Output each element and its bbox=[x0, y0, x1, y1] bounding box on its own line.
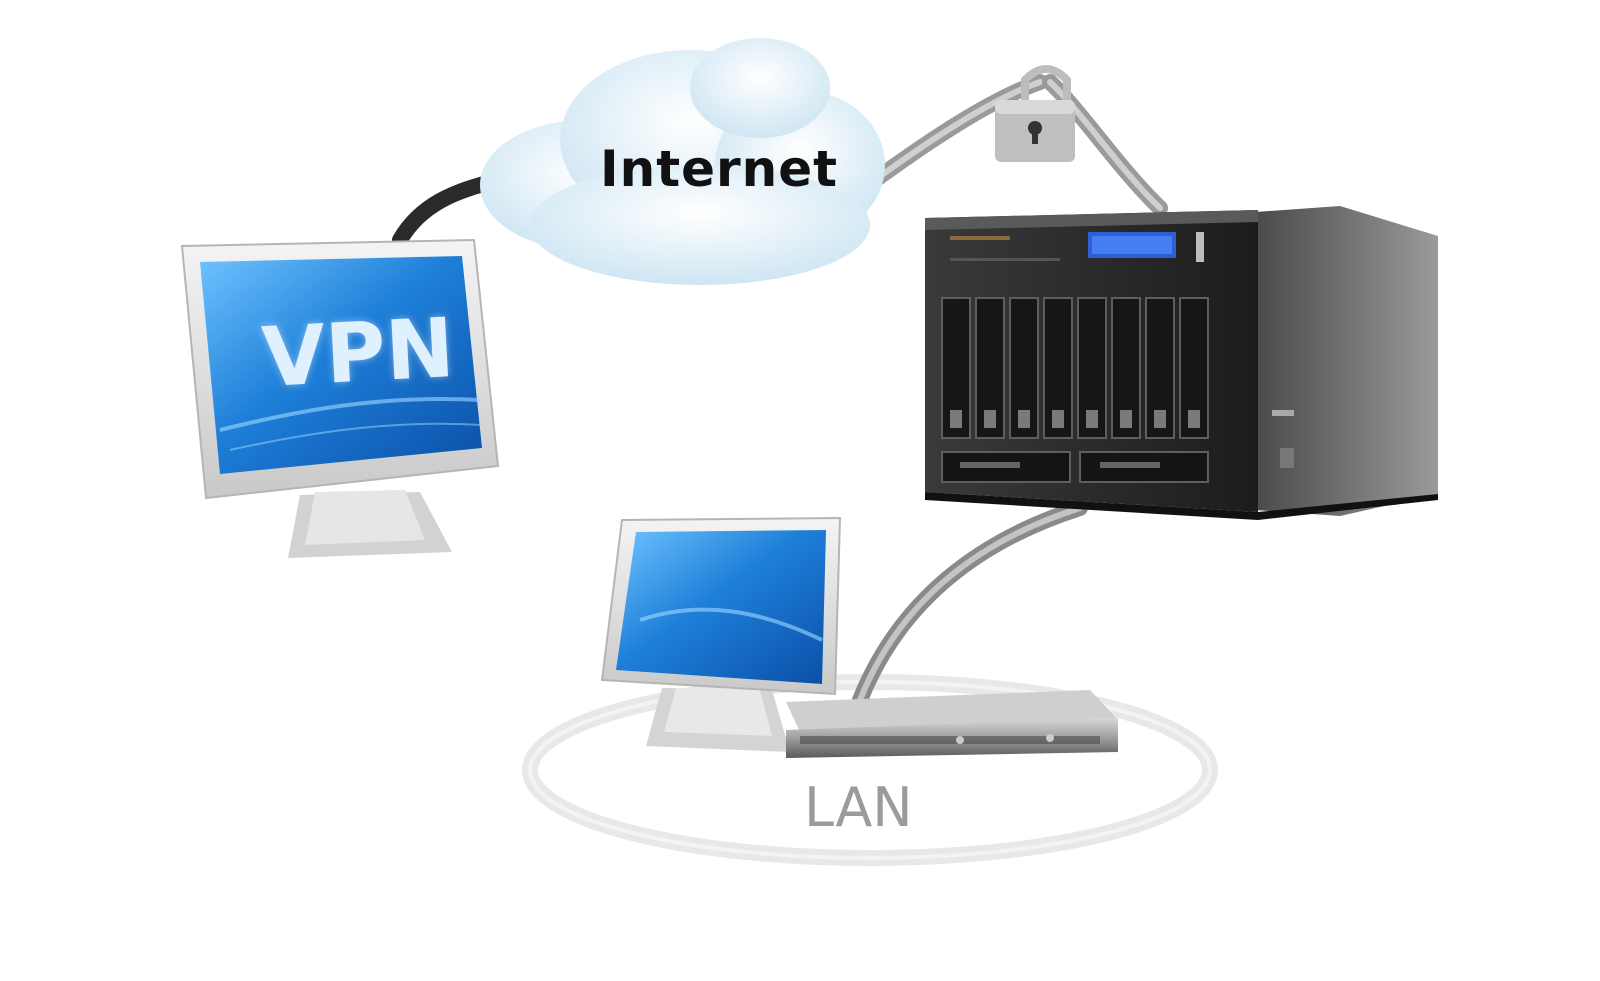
lan-label: LAN bbox=[804, 776, 913, 839]
lan-monitor-icon bbox=[600, 516, 842, 752]
vpn-label: VPN bbox=[259, 301, 457, 406]
padlock-icon bbox=[995, 65, 1075, 162]
nas-drive-bays bbox=[941, 297, 1209, 439]
cloud-icon bbox=[480, 38, 885, 285]
network-switch-icon bbox=[786, 690, 1118, 758]
nas-server-icon bbox=[925, 206, 1438, 520]
internet-label: Internet bbox=[600, 140, 839, 198]
remote-monitor-icon bbox=[180, 238, 500, 558]
